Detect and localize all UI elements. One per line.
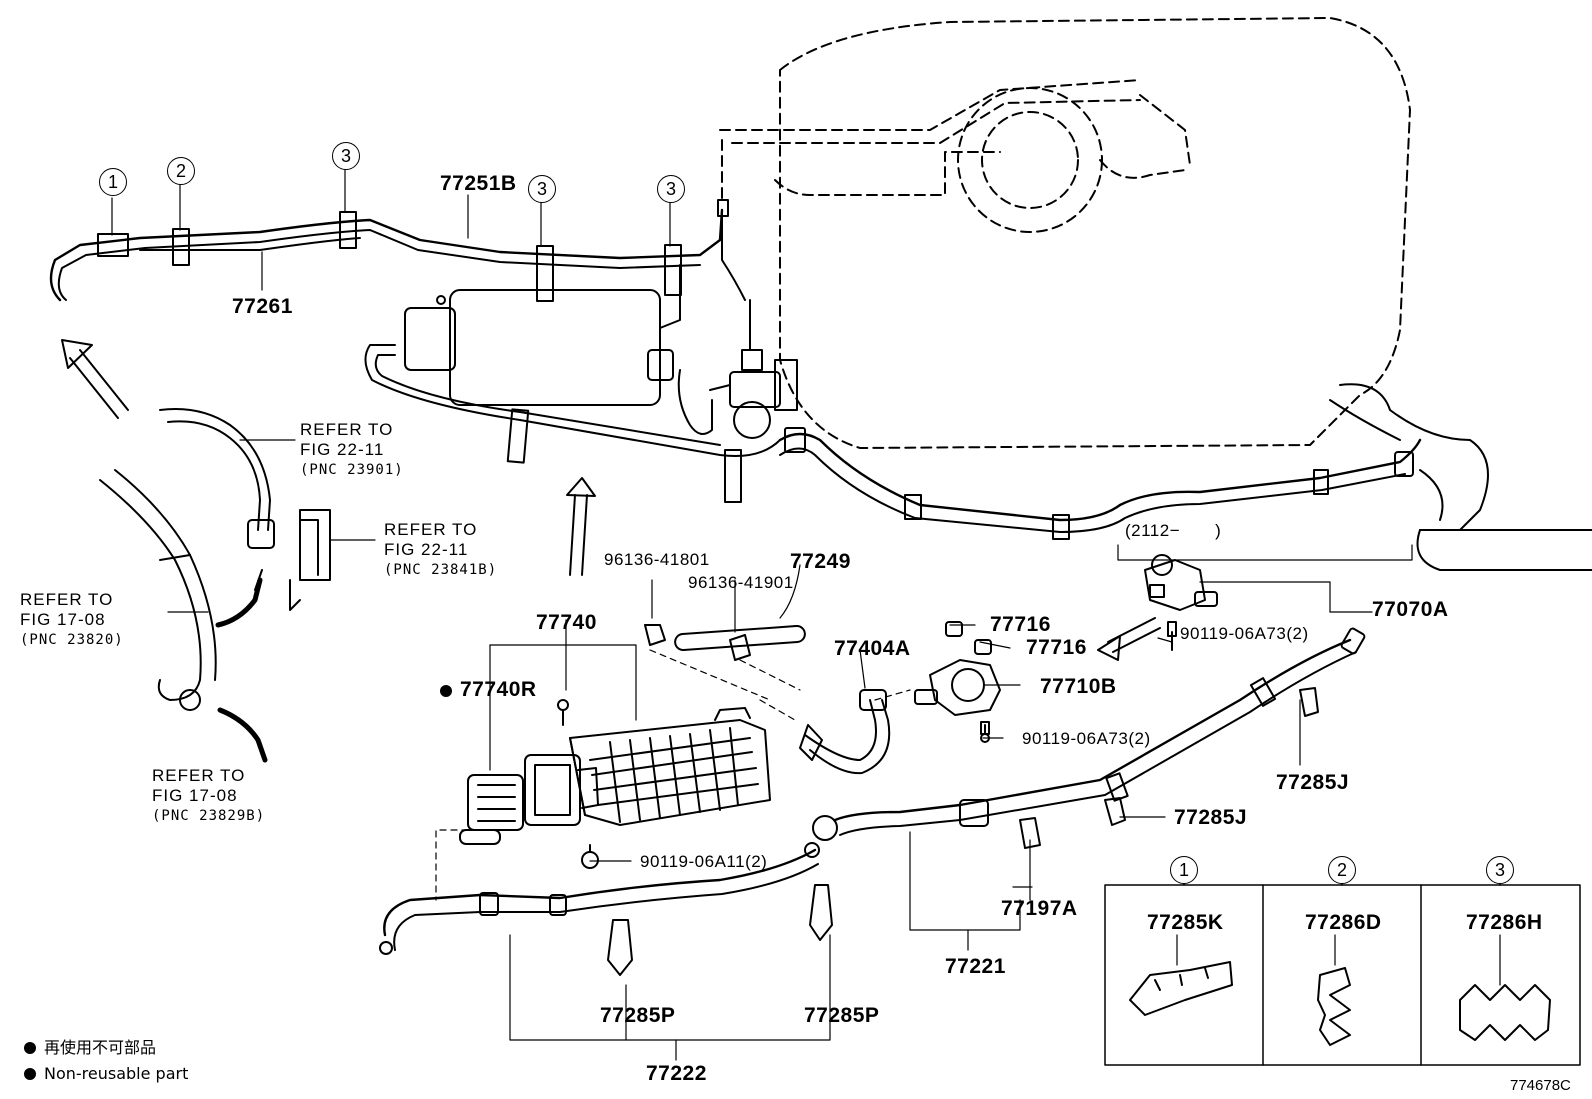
refer-line1: REFER TO [152, 766, 246, 785]
dashed-guides [435, 649, 911, 901]
label-77070A: 77070A [1372, 598, 1449, 621]
legend-dot [24, 1042, 36, 1054]
label-77222: 77222 [646, 1062, 707, 1085]
callout-3-right: 3 [657, 175, 685, 203]
refer-line2: FIG 17-08 [152, 786, 238, 805]
refer-pnc: (PNC 23820) [20, 632, 124, 648]
arrow-up-center [566, 477, 596, 576]
refer-line2: FIG 17-08 [20, 610, 106, 629]
label-96136-41901: 96136-41901 [688, 573, 794, 592]
refer-fig-22-11-a: REFER TO FIG 22-11 (PNC 23901) [300, 420, 404, 480]
refer-line1: REFER TO [20, 590, 114, 609]
label-96136-41801: 96136-41801 [604, 550, 710, 569]
hose-77249 [644, 624, 806, 661]
clip-table-num-1: 1 [1170, 856, 1198, 884]
callout-3-mid: 3 [528, 175, 556, 203]
label-77740: 77740 [536, 611, 597, 634]
clip-table-part-77286D: 77286D [1305, 911, 1382, 934]
bolts [980, 621, 1177, 735]
legend: 再使用不可部品 Non-reusable part [24, 1035, 188, 1087]
label-90119-06A11: 90119-06A11(2) [640, 852, 768, 871]
label-77716-lower: 77716 [1026, 636, 1087, 659]
label-77221: 77221 [945, 955, 1006, 978]
label-77285J-mid: 77285J [1174, 806, 1248, 829]
lower-canister [459, 699, 771, 869]
label-77404A: 77404A [834, 637, 911, 660]
refer-line2: FIG 22-11 [300, 440, 385, 459]
refer-fig-22-11-b: REFER TO FIG 22-11 (PNC 23841B) [384, 520, 497, 580]
arrow-up-left [61, 339, 129, 419]
upper-valve [709, 209, 798, 439]
figure-id: 774678C [1510, 1077, 1571, 1094]
vent-lines-upper [49, 199, 729, 329]
refer-pnc: (PNC 23901) [300, 462, 404, 478]
legend-dot [24, 1068, 36, 1080]
upper-canister [364, 289, 781, 503]
arrow-down-left [1097, 617, 1161, 661]
clip-table-num-3: 3 [1486, 856, 1514, 884]
label-77285P-right: 77285P [804, 1004, 880, 1027]
label-77285J-right: 77285J [1276, 771, 1350, 794]
label-77261: 77261 [232, 295, 293, 318]
hose-77404A [799, 689, 891, 775]
clip-table-num-2: 2 [1328, 856, 1356, 884]
non-reusable-dot [440, 685, 452, 697]
refer-pnc: (PNC 23841B) [384, 562, 498, 578]
hose-77221 [812, 627, 1366, 849]
hose-to-tank [778, 383, 1592, 571]
fuel-tank-outline [719, 17, 1411, 449]
label-77251B: 77251B [440, 172, 517, 195]
label-2112: (2112− ) [1125, 521, 1222, 540]
valve-77070A [1144, 554, 1218, 651]
refer-pnc: (PNC 23829B) [152, 808, 266, 824]
callout-2: 2 [167, 157, 195, 185]
refer-line1: REFER TO [300, 420, 394, 439]
label-90119-06A73-upper: 90119-06A73(2) [1180, 624, 1309, 643]
refer-fig-17-08-a: REFER TO FIG 17-08 (PNC 23820) [20, 590, 124, 650]
clip-table-part-77285K: 77285K [1147, 911, 1224, 934]
hose-77222 [379, 842, 833, 976]
callout-3-left: 3 [332, 142, 360, 170]
label-77740R: 77740R [440, 679, 537, 700]
label-77249: 77249 [790, 550, 851, 573]
callout-1: 1 [99, 168, 127, 196]
label-77285P-left: 77285P [600, 1004, 676, 1027]
left-ref-hoses [99, 408, 331, 763]
clip-table-part-77286H: 77286H [1466, 911, 1543, 934]
refer-line1: REFER TO [384, 520, 478, 539]
refer-line2: FIG 22-11 [384, 540, 469, 559]
label-77710B: 77710B [1040, 675, 1117, 698]
legend-jp: 再使用不可部品 [24, 1035, 188, 1061]
refer-fig-17-08-b: REFER TO FIG 17-08 (PNC 23829B) [152, 766, 265, 826]
label-77197A: 77197A [1001, 897, 1078, 920]
label-77716-upper: 77716 [990, 613, 1051, 636]
clip-table-drawings [1129, 934, 1551, 1046]
label-90119-06A73-lower: 90119-06A73(2) [1022, 729, 1151, 748]
legend-en: Non-reusable part [24, 1061, 188, 1087]
valve-77710B [914, 621, 1001, 743]
